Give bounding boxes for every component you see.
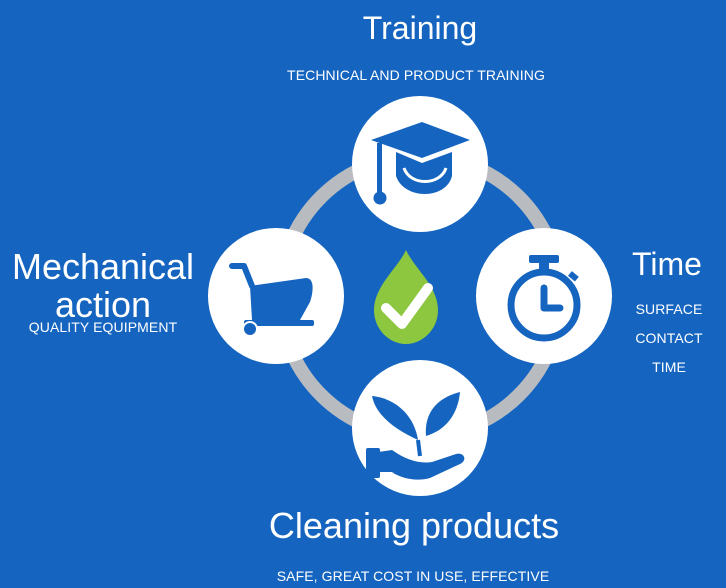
green-drop-checkmark-icon — [374, 250, 438, 344]
stopwatch-icon — [507, 255, 581, 342]
training-title: Training — [362, 10, 478, 46]
floor-scrubber-cart-icon — [229, 263, 314, 337]
mechanical-action-title-line-2: action — [54, 284, 152, 325]
time-caption-line-2: CONTACT — [635, 330, 703, 346]
mechanical-action-node — [208, 228, 344, 364]
training-caption: TECHNICAL AND PRODUCT TRAINING — [287, 67, 545, 83]
time-title: Time — [632, 246, 702, 282]
cleaning-products-node — [352, 360, 488, 496]
cleaning-products-title: Cleaning products — [268, 505, 560, 546]
hand-leaves-icon — [366, 392, 465, 480]
mechanical-action-title-line-1: Mechanical — [11, 246, 195, 287]
graduation-cap-icon — [371, 122, 470, 205]
cleaning-products-caption: SAFE, GREAT COST IN USE, EFFECTIVE — [276, 568, 550, 584]
time-caption-line-1: SURFACE — [635, 301, 703, 317]
time-node — [476, 228, 612, 364]
time-caption-line-3: TIME — [652, 359, 686, 375]
training-node — [352, 96, 488, 232]
mechanical-action-caption: QUALITY EQUIPMENT — [28, 319, 178, 335]
